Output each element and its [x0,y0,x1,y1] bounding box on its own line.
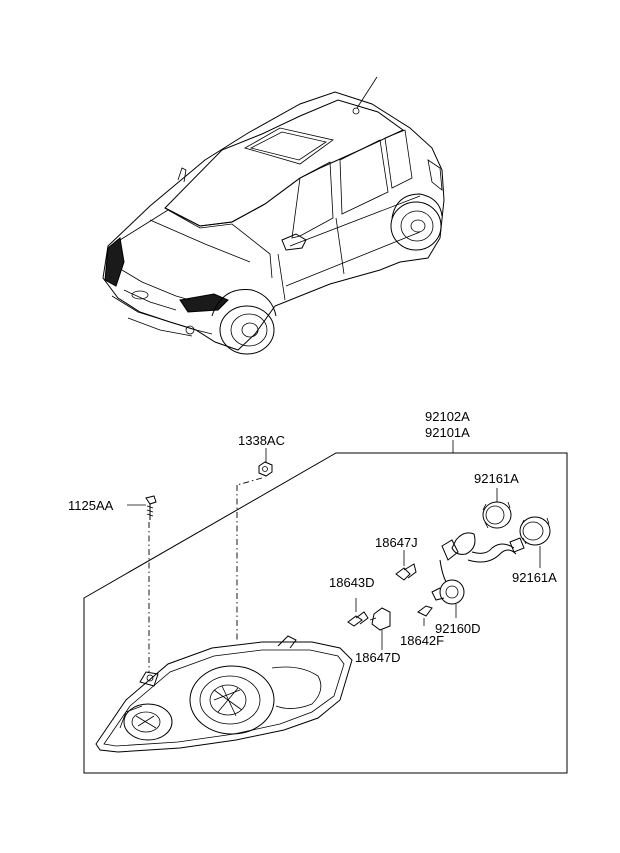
vehicle-illustration [102,76,445,355]
label-18643D: 18643D [329,575,375,590]
label-92101A: 92101A [425,425,470,440]
headlamp-exploded-view [83,440,568,774]
bulb-18647J-icon [395,550,417,581]
nut-1338AC-icon [236,448,273,640]
bolt-1125AA-icon [127,495,157,672]
label-1338AC: 1338AC [238,433,285,448]
socket-92160D-icon [431,532,525,618]
label-18642F: 18642F [400,633,444,648]
bulb-18647D-icon [369,607,391,650]
label-92102A: 92102A [425,409,470,424]
label-18647D: 18647D [355,650,401,665]
label-18647J: 18647J [375,535,418,550]
bulb-18643D-icon [347,598,369,627]
cap-92161A-right-icon [519,516,551,568]
bulb-18642F-icon [417,605,433,626]
cap-92161A-top-icon [482,488,512,529]
label-1125AA: 1125AA [68,498,114,513]
label-92161A-top: 92161A [474,471,519,486]
headlamp-assembly-icon [95,635,353,753]
label-92160D: 92160D [435,621,481,636]
label-92161A-right: 92161A [512,570,557,585]
